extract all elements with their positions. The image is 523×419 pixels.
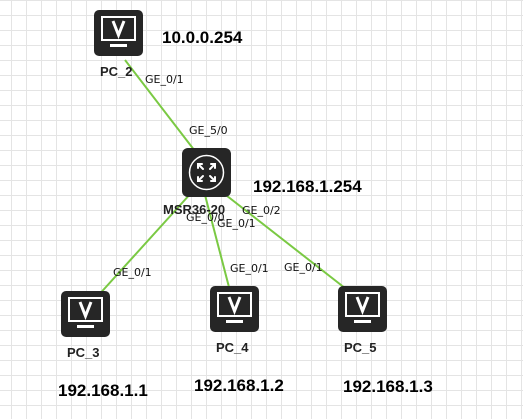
pc5-name: PC_5 bbox=[344, 340, 377, 355]
pc5-ip: 192.168.1.3 bbox=[343, 377, 433, 396]
port-label-pc2-ge01: GE_0/1 bbox=[145, 73, 184, 86]
pc2-node[interactable] bbox=[94, 10, 143, 56]
port-label-router-ge01: GE_0/1 bbox=[217, 217, 256, 230]
port-labels: GE_0/1 GE_5/0 GE_0/0 GE_0/1 GE_0/2 GE_0/… bbox=[113, 73, 323, 279]
link-router-pc5[interactable] bbox=[221, 191, 351, 293]
monitor-icon bbox=[94, 10, 143, 56]
pc5-node[interactable] bbox=[338, 286, 387, 332]
router-node[interactable] bbox=[182, 148, 231, 197]
pc2-ip: 10.0.0.254 bbox=[162, 28, 243, 47]
port-label-router-ge00: GE_0/0 bbox=[186, 211, 225, 224]
monitor-icon bbox=[210, 286, 259, 332]
port-label-pc5-ge01: GE_0/1 bbox=[284, 261, 323, 274]
router-name: MSR36-20 bbox=[163, 202, 225, 217]
monitor-icon bbox=[61, 291, 110, 337]
router-icon bbox=[182, 148, 231, 197]
pc3-node[interactable] bbox=[61, 291, 110, 337]
link-pc2-router[interactable] bbox=[124, 59, 199, 156]
pc4-name: PC_4 bbox=[216, 340, 249, 355]
port-label-router-ge02: GE_0/2 bbox=[242, 204, 281, 217]
port-label-pc4-ge01: GE_0/1 bbox=[230, 262, 269, 275]
pc4-node[interactable] bbox=[210, 286, 259, 332]
pc2-name: PC_2 bbox=[100, 64, 133, 79]
links-layer bbox=[95, 59, 351, 299]
pc4-ip: 192.168.1.2 bbox=[194, 376, 284, 395]
pc3-name: PC_3 bbox=[67, 345, 100, 360]
port-label-pc3-ge01: GE_0/1 bbox=[113, 266, 152, 279]
port-label-router-ge50: GE_5/0 bbox=[189, 124, 228, 137]
router-ip: 192.168.1.254 bbox=[253, 177, 362, 196]
monitor-icon bbox=[338, 286, 387, 332]
link-router-pc3[interactable] bbox=[95, 191, 193, 299]
pc3-ip: 192.168.1.1 bbox=[58, 381, 148, 400]
link-router-pc4[interactable] bbox=[204, 194, 231, 292]
